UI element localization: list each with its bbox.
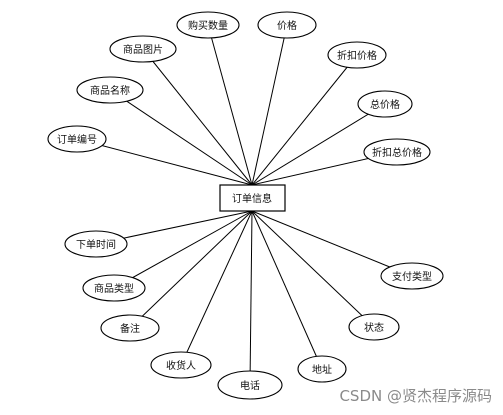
attribute-label: 电话 xyxy=(240,379,260,392)
attribute-ellipse xyxy=(348,313,400,341)
connector-line xyxy=(251,103,386,186)
attribute-label: 商品图片 xyxy=(123,43,163,56)
attribute-ellipse xyxy=(64,230,128,258)
attribute-ellipse xyxy=(176,11,240,39)
attribute-label: 折扣价格 xyxy=(337,49,377,62)
attribute-label: 购买数量 xyxy=(188,19,228,32)
watermark: CSDN @贤杰程序源码 xyxy=(339,387,492,405)
entity-box xyxy=(219,184,286,212)
attribute-label: 订单编号 xyxy=(57,133,97,146)
attribute-nodes: 订单编号 商品名称 商品图片 购买数量 价格折扣价格总价格折扣总价格支付类型状态地址电话… xyxy=(47,11,444,400)
attribute-label: 价格 xyxy=(277,19,297,32)
connector-line xyxy=(207,24,253,186)
connector-lines xyxy=(76,24,413,386)
attribute-ellipse xyxy=(297,355,347,383)
connector-line xyxy=(249,210,253,386)
attribute-ellipse xyxy=(76,76,144,104)
attribute-ellipse xyxy=(82,274,146,302)
attribute-ellipse xyxy=(47,125,107,153)
attribute-label: 备注 xyxy=(120,322,140,335)
attribute-ellipse xyxy=(257,11,317,39)
attribute-label: 总价格 xyxy=(370,98,400,111)
attribute-label: 地址 xyxy=(312,363,332,376)
connector-line xyxy=(142,48,253,186)
attribute-label: 商品类型 xyxy=(94,282,134,295)
attribute-ellipse xyxy=(150,351,212,379)
attribute-label: 折扣总价格 xyxy=(372,146,422,159)
attribute-label: 商品名称 xyxy=(90,84,130,97)
attribute-ellipse xyxy=(357,90,413,118)
attribute-ellipse xyxy=(380,262,444,290)
connector-line xyxy=(251,210,413,277)
connector-line xyxy=(113,210,253,289)
connector-line xyxy=(109,89,253,186)
connector-line xyxy=(251,210,375,328)
attribute-ellipse xyxy=(100,314,160,342)
attribute-label: 状态 xyxy=(364,321,384,334)
attribute-label: 下单时间 xyxy=(76,238,116,251)
attribute-ellipse xyxy=(217,370,283,400)
attribute-ellipse xyxy=(327,41,387,69)
attribute-label: 收货人 xyxy=(166,359,196,372)
entity-label: 订单信息 xyxy=(232,192,272,205)
connector-line xyxy=(251,210,323,370)
attribute-label: 支付类型 xyxy=(392,270,432,283)
attribute-ellipse xyxy=(363,138,431,166)
connector-line xyxy=(76,138,253,186)
connector-line xyxy=(180,210,253,366)
attribute-ellipse xyxy=(109,35,177,63)
connector-line xyxy=(251,24,288,186)
connector-line xyxy=(129,210,253,329)
connector-line xyxy=(251,54,358,186)
